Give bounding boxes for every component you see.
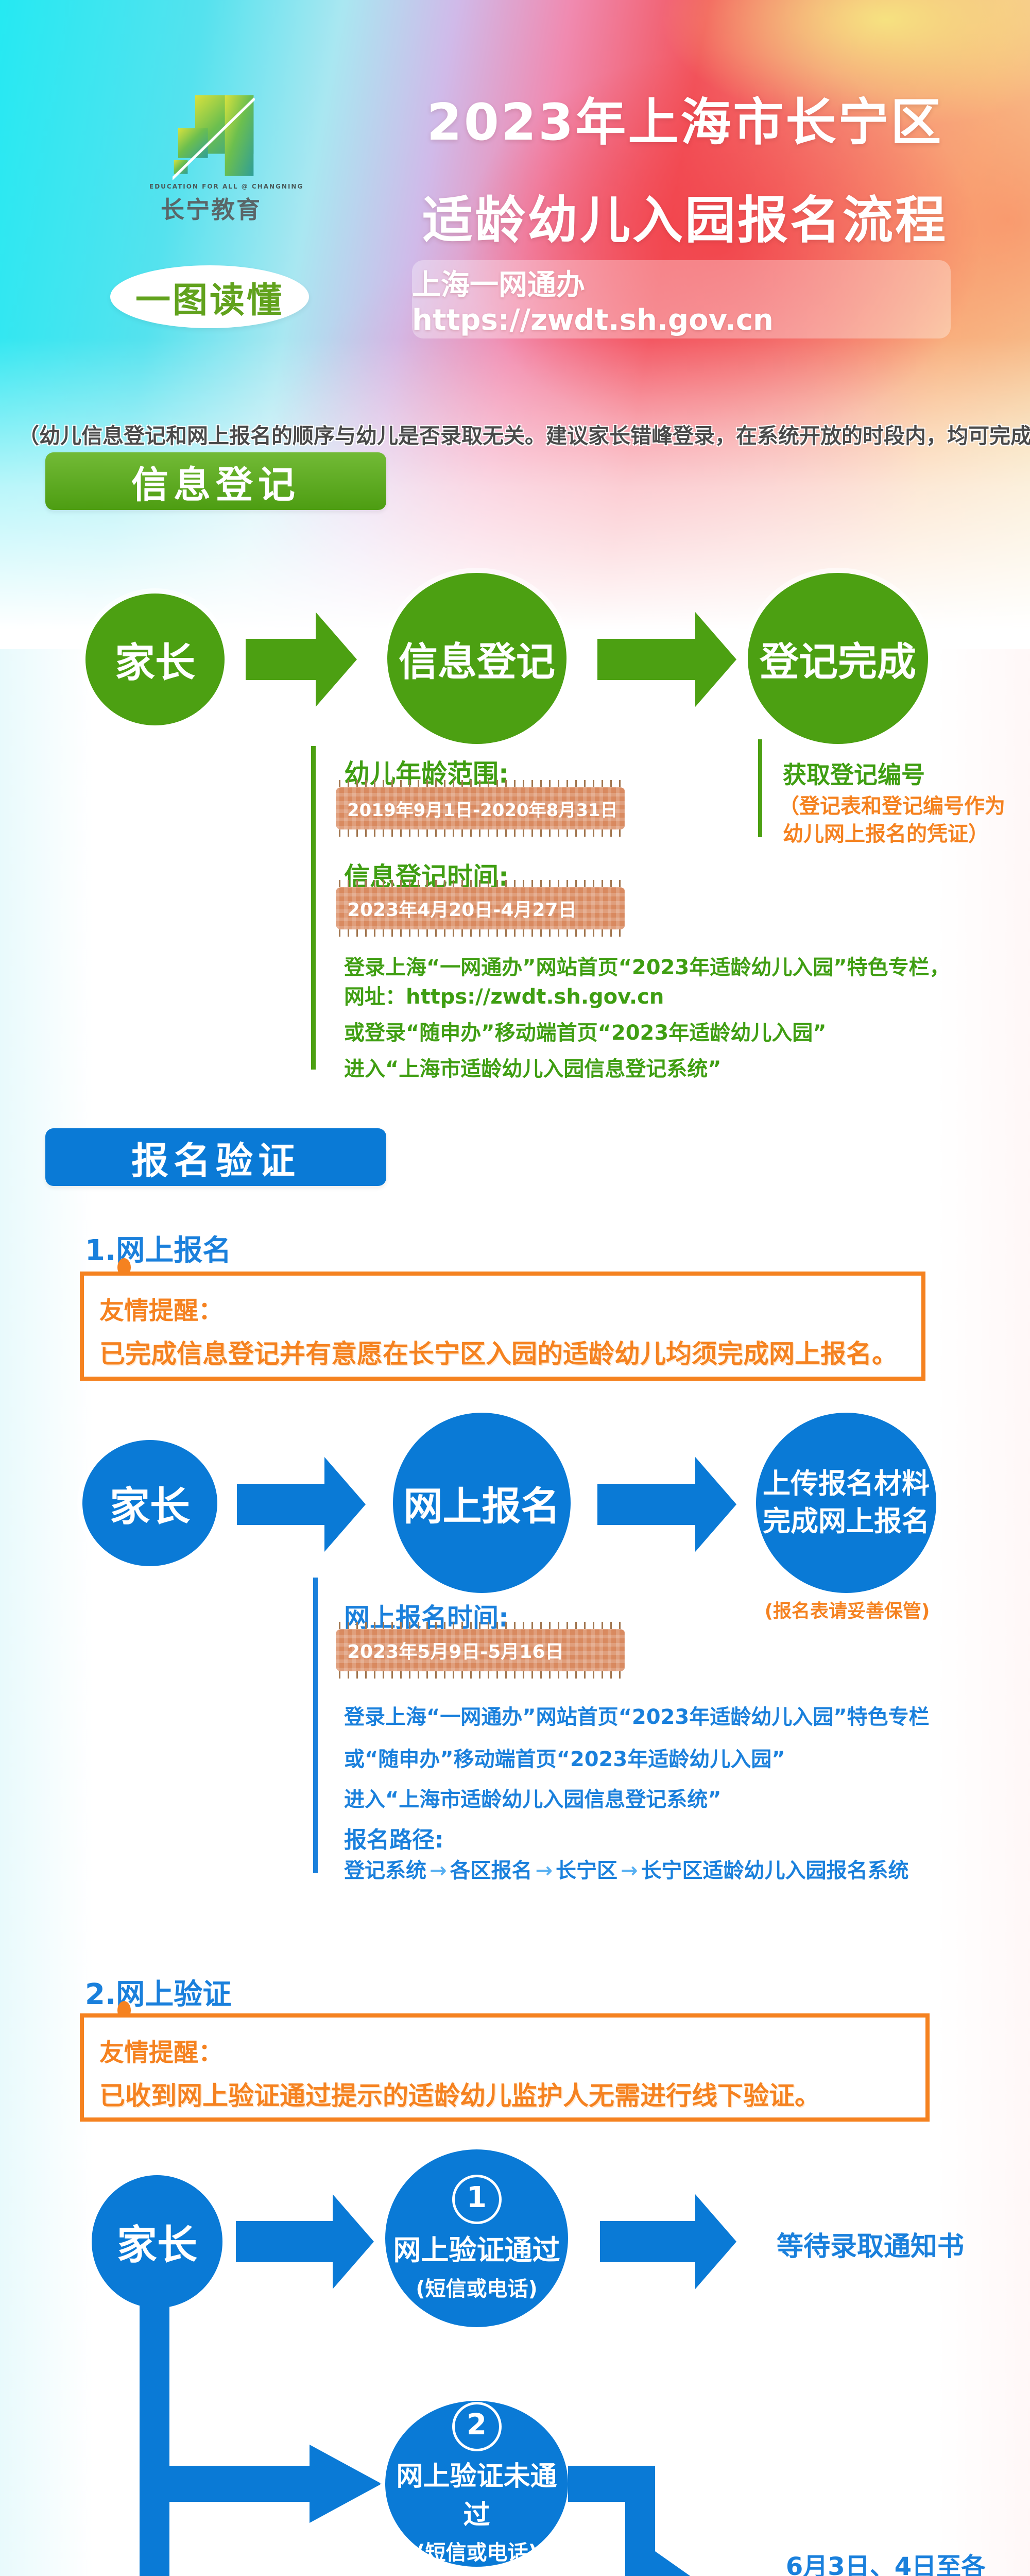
step-number-circled: 1 xyxy=(452,2175,502,2224)
poster-title-line1: 2023年上海市长宁区 xyxy=(426,93,943,152)
flow1-node-done: 登记完成 xyxy=(748,573,928,744)
section2-divider-line xyxy=(313,1578,318,1873)
section-heading-info-register: 信息登记 xyxy=(45,452,386,510)
apply-path-part: 各区报名 xyxy=(450,1859,533,1883)
apply-time-band: 2023年5月9日-5月16日 xyxy=(336,1622,625,1679)
logo-brand-name: 长宁教育 xyxy=(161,196,262,224)
register-number-hint-line2: 幼儿网上报名的凭证） xyxy=(783,822,989,846)
age-range-band: 2019年9月1日-2020年8月31日 xyxy=(336,780,625,837)
section-heading-apply-verify: 报名验证 xyxy=(45,1128,386,1186)
sec1-step2: 或登录“随申办”移动端首页“2023年适龄幼儿入园” xyxy=(344,1021,827,1045)
flow2-node-upload: 上传报名材料 完成网上报名 xyxy=(756,1413,936,1593)
apply-path-part: 长宁区适龄幼儿入园报名系统 xyxy=(641,1859,909,1883)
apply-path-label: 报名路径: xyxy=(344,1827,444,1853)
sec1-step3: 进入“上海市适龄幼儿入园信息登记系统” xyxy=(344,1057,722,1081)
apply-path-line: 登记系统→各区报名→长宁区→长宁区适龄幼儿入园报名系统 xyxy=(344,1854,909,1884)
verify-fail-label: 网上验证未通过 xyxy=(396,2461,557,2531)
flow1-node-parent-label: 家长 xyxy=(114,640,195,686)
wait-admission-text: 等待录取通知书 xyxy=(776,2231,964,2262)
register-number-note: 获取登记编号 xyxy=(783,761,925,789)
apply-time-value: 2023年5月9日-5月16日 xyxy=(347,1641,564,1663)
flow2-upload-line1: 上传报名材料 xyxy=(763,1467,930,1500)
sec1-step1a: 登录上海“一网通办”网站首页“2023年适龄幼儿入园”特色专栏， xyxy=(344,956,950,979)
section1-right-divider-line xyxy=(758,739,762,837)
path-arrow-icon: → xyxy=(535,1859,553,1883)
portal-url-bar: 上海一网通办 https://zwdt.sh.gov.cn xyxy=(412,260,951,338)
section-heading-label: 信息登记 xyxy=(131,463,300,506)
reminder-title: 友情提醒： xyxy=(99,2038,224,2067)
poster-title-line2: 适龄幼儿入园报名流程 xyxy=(422,191,948,250)
branch-mid-arrowhead xyxy=(310,2445,383,2523)
flow2-upload-line2: 完成网上报名 xyxy=(763,1505,930,1537)
portal-url-text: 上海一网通办 https://zwdt.sh.gov.cn xyxy=(412,268,774,337)
flow1-node-register: 信息登记 xyxy=(387,573,566,744)
apply-path-part: 长宁区 xyxy=(556,1859,618,1883)
offline-verify-note: 6月3日、4日至各 幼儿园或区指定服务点 进行补报名验证 xyxy=(742,2549,1030,2576)
top-notice: （幼儿信息登记和网上报名的顺序与幼儿是否录取无关。建议家长错峰登录，在系统开放的… xyxy=(18,423,1030,448)
path-arrow-icon: → xyxy=(430,1859,447,1883)
flow3-node-verify-fail: 2 网上验证未通过 (短信或电话) xyxy=(385,2401,568,2567)
flow2-arrow-2 xyxy=(597,1457,736,1552)
sub-title-online-verify: 2.网上验证 xyxy=(85,1978,232,2011)
sec2-step1: 登录上海“一网通办”网站首页“2023年适龄幼儿入园”特色专栏 xyxy=(344,1705,930,1729)
reminder-body: 已完成信息登记并有意愿在长宁区入园的适龄幼儿均须完成网上报名。 xyxy=(99,1339,898,1369)
branch-left-vertical-bar xyxy=(140,2303,169,2576)
verify-fail-sub: (短信或电话) xyxy=(416,2541,538,2565)
header-gradient-background xyxy=(0,0,1030,649)
reminder-body: 已收到网上验证通过提示的适龄幼儿监护人无需进行线下验证。 xyxy=(99,2081,820,2111)
section-heading-label: 报名验证 xyxy=(131,1139,300,1182)
flow1-node-done-label: 登记完成 xyxy=(760,639,916,685)
register-number-hint-line1: （登记表和登记编号作为 xyxy=(779,794,1005,818)
age-range-value: 2019年9月1日-2020年8月31日 xyxy=(347,800,618,821)
flow3-arrow-2 xyxy=(600,2194,736,2289)
sub-title-online-apply: 1.网上报名 xyxy=(85,1234,232,1267)
flow2-node-parent-label: 家长 xyxy=(109,1483,190,1530)
flow1-node-parent: 家长 xyxy=(85,594,225,725)
flow2-node-parent: 家长 xyxy=(82,1440,217,1566)
flow3-node-parent: 家长 xyxy=(92,2175,222,2308)
section1-divider-line xyxy=(311,746,316,1070)
sec1-step1b: 网址：https://zwdt.sh.gov.cn xyxy=(344,985,664,1009)
reminder-box-verify: 友情提醒： 已收到网上验证通过提示的适龄幼儿监护人无需进行线下验证。 xyxy=(80,2013,930,2122)
register-time-value: 2023年4月20日-4月27日 xyxy=(347,900,577,921)
flow1-node-register-label: 信息登记 xyxy=(399,639,555,685)
sec2-step2: 或“随申办”移动端首页“2023年适龄幼儿入园” xyxy=(344,1748,785,1771)
sec2-step3: 进入“上海市适龄幼儿入园信息登记系统” xyxy=(344,1788,722,1811)
merge-output-arrowhead xyxy=(655,2551,723,2576)
reminder-box-apply: 友情提醒： 已完成信息登记并有意愿在长宁区入园的适龄幼儿均须完成网上报名。 xyxy=(80,1272,925,1381)
badge-label: 一图读懂 xyxy=(135,280,284,321)
keep-form-note: (报名表请妥善保管) xyxy=(764,1601,930,1622)
one-picture-badge: 一图读懂 xyxy=(110,265,309,328)
verify-pass-sub: (短信或电话) xyxy=(416,2277,538,2301)
register-time-band: 2023年4月20日-4月27日 xyxy=(336,880,625,937)
logo-tagline: EDUCATION FOR ALL @ CHANGNING xyxy=(149,183,304,190)
offline-verify-line1: 6月3日、4日至各 xyxy=(785,2552,986,2576)
reminder-title: 友情提醒： xyxy=(99,1296,224,1325)
verify-pass-label: 网上验证通过 xyxy=(393,2234,560,2266)
path-arrow-icon: → xyxy=(621,1859,638,1883)
merge-right-vertical-bar xyxy=(625,2466,655,2576)
flow3-arrow-1 xyxy=(236,2194,374,2289)
flow3-node-verify-pass: 1 网上验证通过 (短信或电话) xyxy=(385,2149,568,2327)
flow2-arrow-1 xyxy=(237,1457,366,1552)
apply-path-part: 登记系统 xyxy=(344,1859,426,1883)
branch-mid-horizontal-bar xyxy=(140,2466,310,2502)
flow2-node-online-apply-label: 网上报名 xyxy=(403,1483,560,1529)
step-number-circled: 2 xyxy=(452,2402,502,2451)
flow3-node-parent-label: 家长 xyxy=(116,2222,197,2268)
flow1-arrow-2 xyxy=(597,612,736,707)
flow1-arrow-1 xyxy=(246,612,357,707)
flow2-node-online-apply: 网上报名 xyxy=(393,1413,571,1593)
logo-squares-icon xyxy=(173,95,255,180)
changning-education-logo: EDUCATION FOR ALL @ CHANGNING 长宁教育 xyxy=(149,95,304,224)
